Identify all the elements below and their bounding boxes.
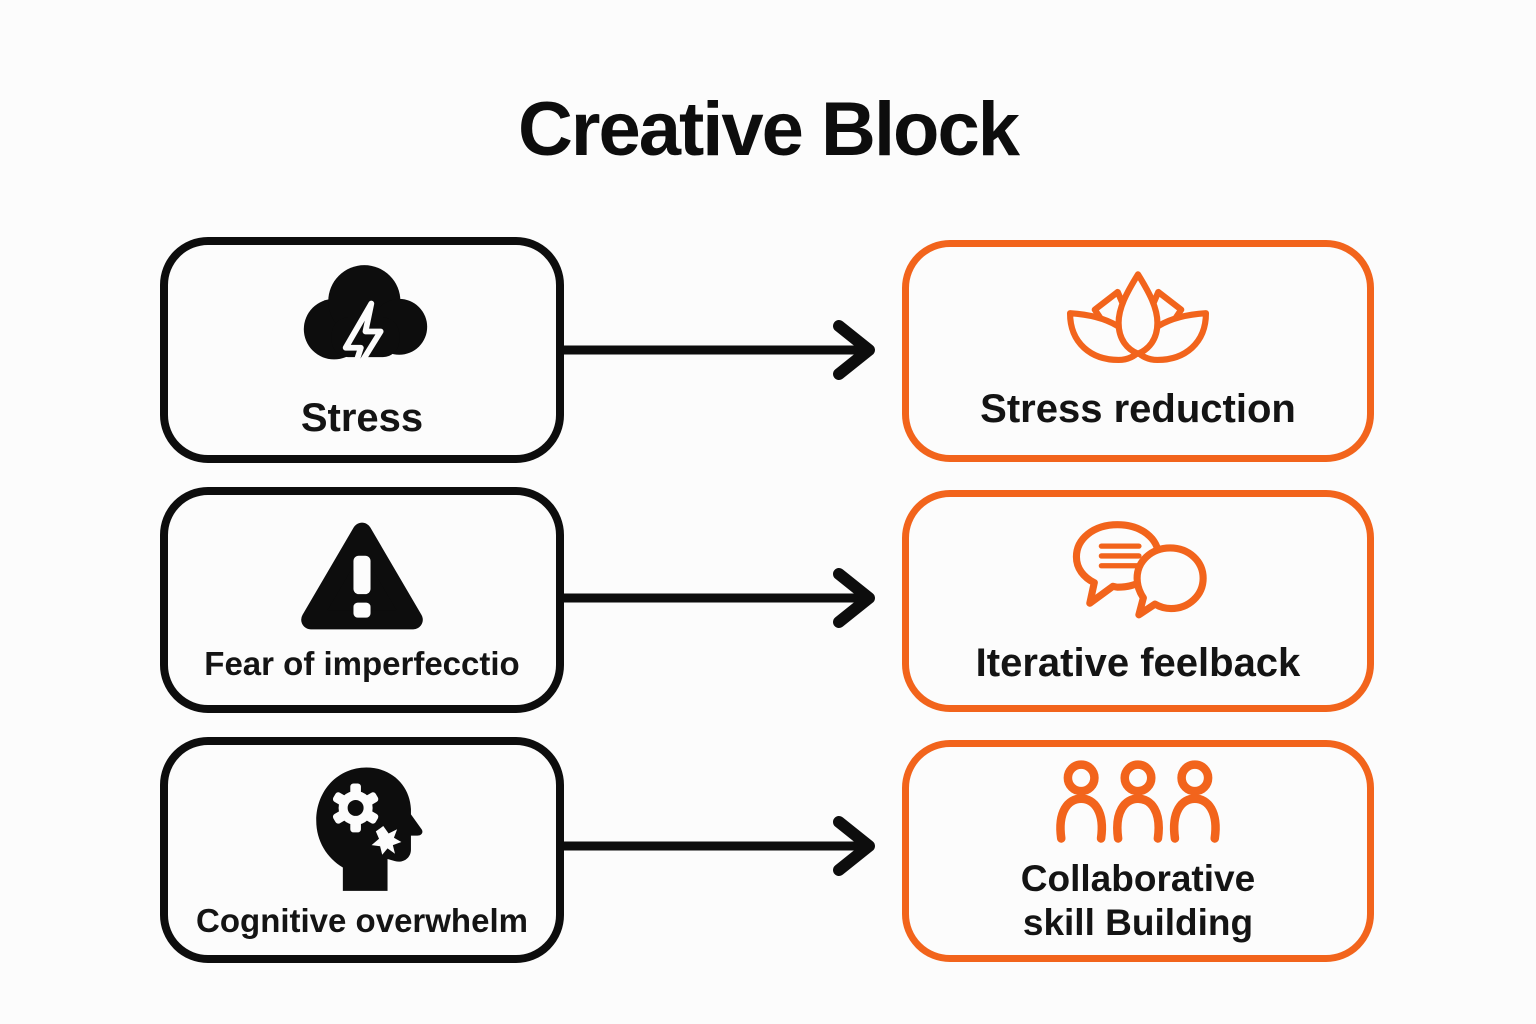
head-gears-icon	[298, 759, 426, 892]
solution-label: Stress reduction	[980, 387, 1296, 432]
arrow-fear-to-feedback	[563, 568, 875, 628]
problem-box-stress: Stress	[160, 237, 564, 463]
arrow-cognitive-to-collaboration	[563, 816, 875, 876]
problem-label: Stress	[300, 396, 424, 441]
problem-label: Cognitive overwhelm	[196, 902, 528, 940]
storm-cloud-icon	[291, 257, 433, 385]
page-title: Creative Block	[517, 87, 1020, 172]
solution-box-iterative-feedback: Iterative feelback	[902, 490, 1374, 712]
solution-label: Iterative feelback	[975, 641, 1301, 686]
solution-box-collaborative: Collaborative skill Building	[902, 740, 1374, 962]
warning-triangle-icon	[298, 517, 426, 635]
problem-box-cognitive: Cognitive overwhelm	[160, 737, 564, 963]
problem-label: Fear of imperfecctio	[204, 644, 520, 682]
solution-box-stress-reduction: Stress reduction	[902, 240, 1374, 462]
problem-box-fear: Fear of imperfecctio	[160, 487, 564, 713]
arrow-stress-to-reduction	[563, 320, 875, 380]
people-group-icon	[1052, 757, 1224, 847]
lotus-icon	[1063, 268, 1213, 376]
solution-label: Collaborative skill Building	[1020, 858, 1256, 943]
speech-bubbles-icon	[1062, 514, 1214, 630]
